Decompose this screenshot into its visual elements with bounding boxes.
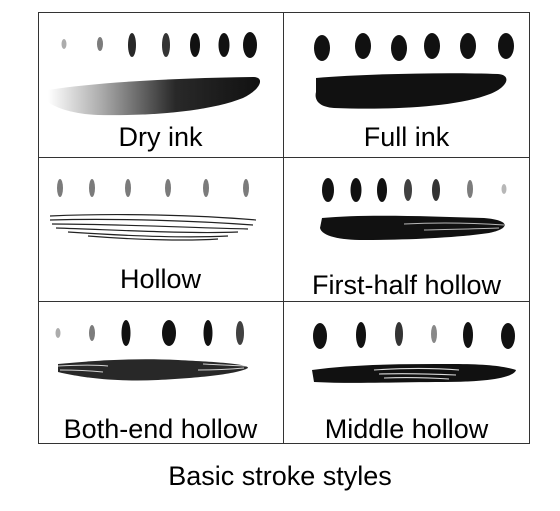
cell-full-ink: Full ink <box>284 12 529 156</box>
cell-first-half-hollow: First-half hollow <box>284 158 529 302</box>
dot-row <box>322 178 507 202</box>
both-end-hollow-stroke <box>57 359 249 381</box>
dry-ink-illustration <box>48 32 261 116</box>
cell-label: Middle hollow <box>324 414 489 444</box>
both-end-hollow-illustration <box>55 320 249 381</box>
dot-row <box>314 33 514 61</box>
middle-hollow-stroke <box>312 364 516 383</box>
grid-border <box>38 12 530 444</box>
dry-ink-stroke <box>48 77 261 116</box>
full-ink-illustration <box>314 33 514 109</box>
cell-both-end-hollow: Both-end hollow <box>38 302 283 446</box>
grid-divider-vertical <box>283 12 284 444</box>
full-ink-stroke <box>315 73 507 109</box>
grid-divider-horizontal-1 <box>38 157 530 158</box>
cell-hollow: Hollow <box>38 158 283 302</box>
hollow-stroke <box>49 213 257 241</box>
cell-label: Both-end hollow <box>63 414 258 444</box>
dot-row <box>61 32 257 58</box>
cell-label: Dry ink <box>118 122 203 152</box>
figure-caption: Basic stroke styles <box>168 461 392 491</box>
cell-dry-ink: Dry ink <box>38 12 283 156</box>
cell-label: Hollow <box>119 264 202 294</box>
middle-hollow-illustration <box>312 322 516 383</box>
hollow-illustration <box>49 179 257 241</box>
cell-label: First-half hollow <box>311 270 502 300</box>
dot-row <box>55 320 244 346</box>
cell-label: Full ink <box>363 122 450 152</box>
dot-row <box>57 179 249 197</box>
cell-middle-hollow: Middle hollow <box>284 302 529 446</box>
first-half-hollow-stroke <box>320 215 505 240</box>
grid-divider-horizontal-2 <box>38 301 530 302</box>
first-half-hollow-illustration <box>320 178 507 240</box>
dot-row <box>313 322 515 349</box>
